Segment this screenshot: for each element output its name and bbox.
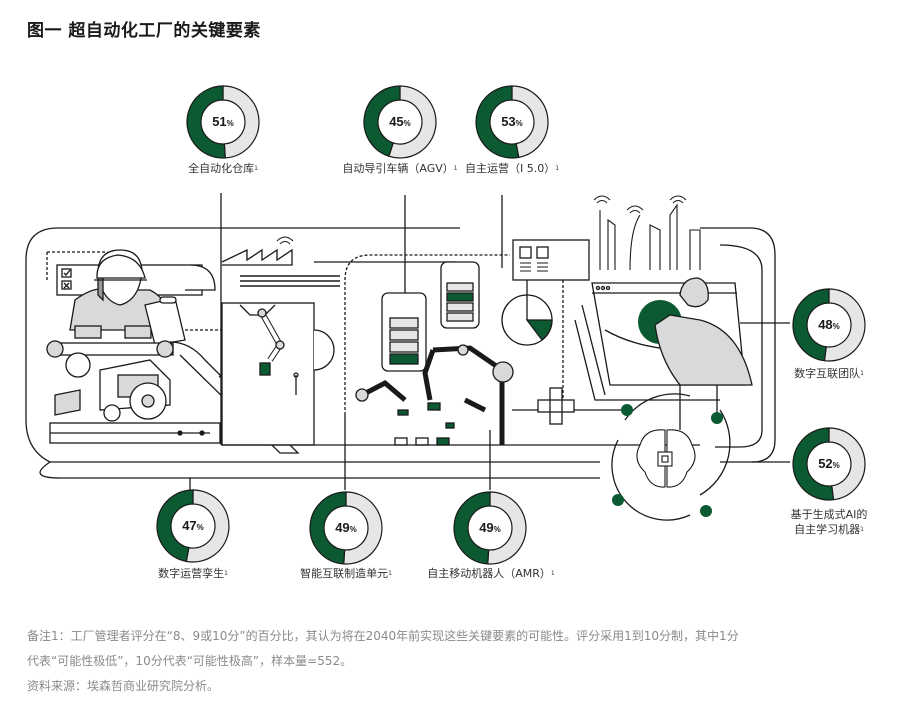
donut-genai-machines: 52% xyxy=(791,426,867,502)
x-icon xyxy=(61,280,72,290)
donut-digital-team: 48% xyxy=(791,287,867,363)
donut-value-segment xyxy=(363,85,401,157)
note-line-2: 代表“可能性极低”，10分代表“可能性极高”，样本量=552。 xyxy=(27,654,353,668)
brain-chip-icon xyxy=(636,429,696,488)
label-genai-machines: 基于生成式AI的 自主学习机器1 xyxy=(790,508,868,536)
donut-smart-cell: 49% xyxy=(308,490,384,566)
donut-ring xyxy=(475,85,549,159)
outer-frame xyxy=(25,227,520,463)
source-note: 资料来源：埃森哲商业研究院分析。 xyxy=(27,679,220,693)
donut-amr: 49% xyxy=(452,490,528,566)
donut-remainder-segment xyxy=(823,288,866,362)
label-digital-team: 数字互联团队1 xyxy=(794,367,864,380)
label-agv: 自动导引车辆（AGV）1 xyxy=(342,162,458,175)
donut-value: 45% xyxy=(389,114,411,129)
dashboard-panel xyxy=(512,239,590,281)
donut-value-segment xyxy=(475,85,520,159)
donut-value-segment xyxy=(453,491,491,565)
donut-remainder-segment xyxy=(185,489,230,563)
blockchain-icon xyxy=(537,387,575,425)
wifi-icon xyxy=(593,195,611,204)
donut-value-segment xyxy=(156,489,194,563)
donut-value: 52% xyxy=(818,456,840,471)
figure-title: 图一 超自动化工厂的关键要素 xyxy=(27,21,261,41)
donut-value: 47% xyxy=(182,518,204,533)
donut-value: 48% xyxy=(818,317,840,332)
donut-agv: 45% xyxy=(362,84,438,160)
wifi-icon xyxy=(669,195,687,204)
donut-value-segment xyxy=(792,427,835,501)
donut-value: 53% xyxy=(501,114,523,129)
donut-ring xyxy=(792,288,866,362)
label-smart-cell: 智能互联制造单元1 xyxy=(300,567,392,580)
donut-value-segment xyxy=(186,85,226,159)
donut-remainder-segment xyxy=(487,491,527,565)
donut-value: 49% xyxy=(335,520,357,535)
binary-strip xyxy=(240,275,340,287)
donut-value: 49% xyxy=(479,520,501,535)
donut-remainder-segment xyxy=(388,85,437,159)
label-autonomous-ops: 自主运营（I 5.0）1 xyxy=(464,162,560,175)
label-digital-twin: 数字运营孪生1 xyxy=(158,567,228,580)
check-icon xyxy=(61,268,72,278)
donut-ring xyxy=(792,427,866,501)
donut-ring xyxy=(156,489,230,563)
frame-right xyxy=(700,227,776,463)
note-line-1: 备注1：工厂管理者评分在“8、9或10分”的百分比，其认为将在2040年前实现这… xyxy=(27,629,739,643)
donut-ring xyxy=(363,85,437,159)
gear-icon xyxy=(65,352,91,378)
donut-remainder-segment xyxy=(511,85,549,159)
hard-hat xyxy=(96,254,146,279)
label-amr: 自主移动机器人（AMR）1 xyxy=(427,567,555,580)
label-warehouse: 全自动化仓库1 xyxy=(188,162,258,175)
donut-autonomous-ops: 53% xyxy=(474,84,550,160)
donut-remainder-segment xyxy=(343,491,383,565)
donut-value-segment xyxy=(309,491,347,565)
donut-value: 51% xyxy=(212,114,234,129)
wifi-icon xyxy=(626,205,644,214)
donut-ring xyxy=(453,491,527,565)
donut-ring xyxy=(309,491,383,565)
person xyxy=(654,314,753,386)
donut-value-segment xyxy=(792,288,830,362)
donut-digital-twin: 47% xyxy=(155,488,231,564)
gear-icon xyxy=(313,329,335,371)
donut-remainder-segment xyxy=(828,427,866,501)
donut-remainder-segment xyxy=(222,85,260,159)
wifi-icon xyxy=(276,236,294,245)
outer-frame-lower xyxy=(39,461,520,479)
donut-warehouse: 51% xyxy=(185,84,261,160)
donut-ring xyxy=(186,85,260,159)
